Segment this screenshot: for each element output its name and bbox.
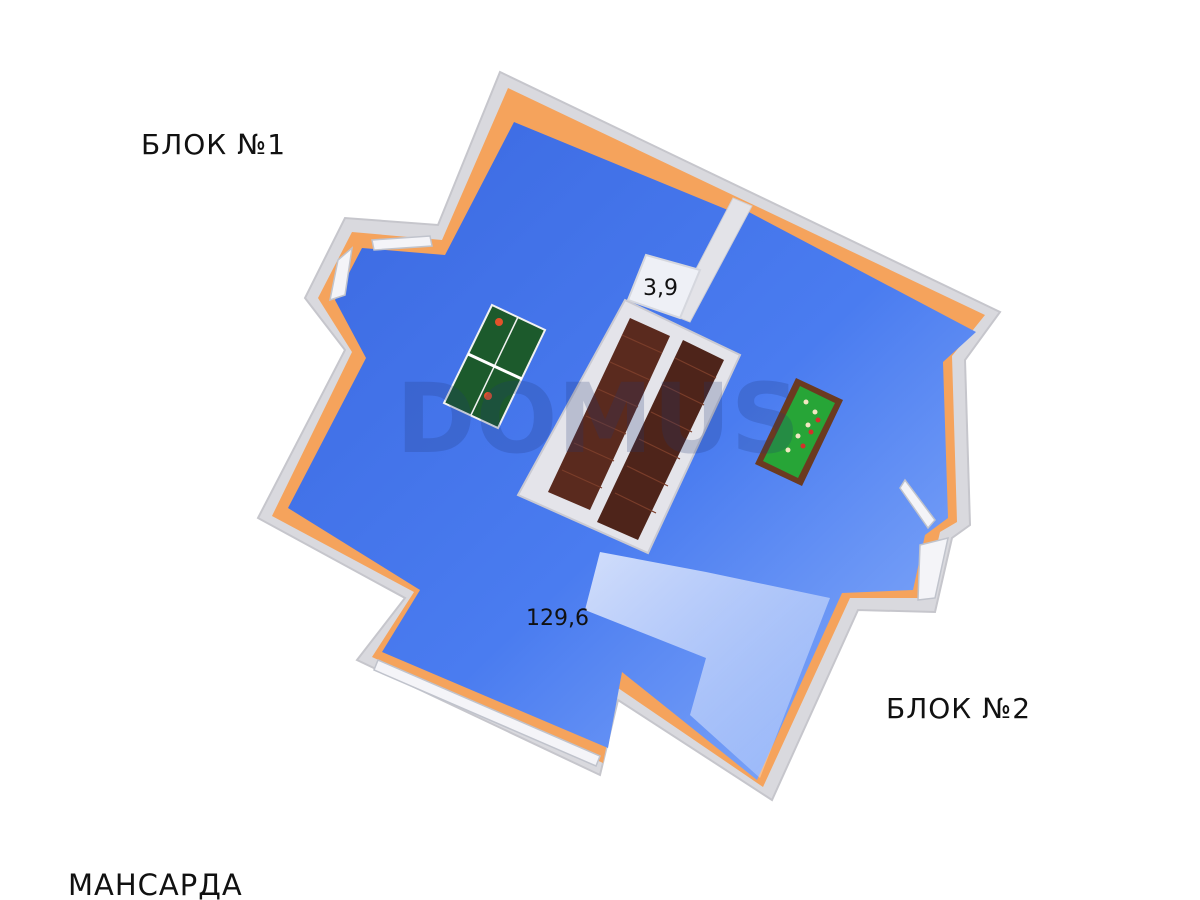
block-2-label: БЛОК №2: [886, 692, 1032, 725]
small-room: [626, 253, 702, 320]
stair-flight-right: [597, 340, 724, 540]
stair-flight-left: [548, 318, 670, 510]
room-area-main: 129,6: [526, 606, 589, 631]
floor-name-label: МАНСАРДА: [68, 868, 243, 900]
billiard-table: [755, 378, 843, 486]
watermark: DOMUS: [396, 363, 800, 475]
block-1-label: БЛОК №1: [141, 128, 287, 161]
windows: [329, 235, 949, 767]
stair-steps: [561, 334, 717, 514]
light-patch: [585, 552, 830, 778]
room-area-small: 3,9: [643, 276, 678, 301]
ping-pong-table: [442, 303, 547, 430]
